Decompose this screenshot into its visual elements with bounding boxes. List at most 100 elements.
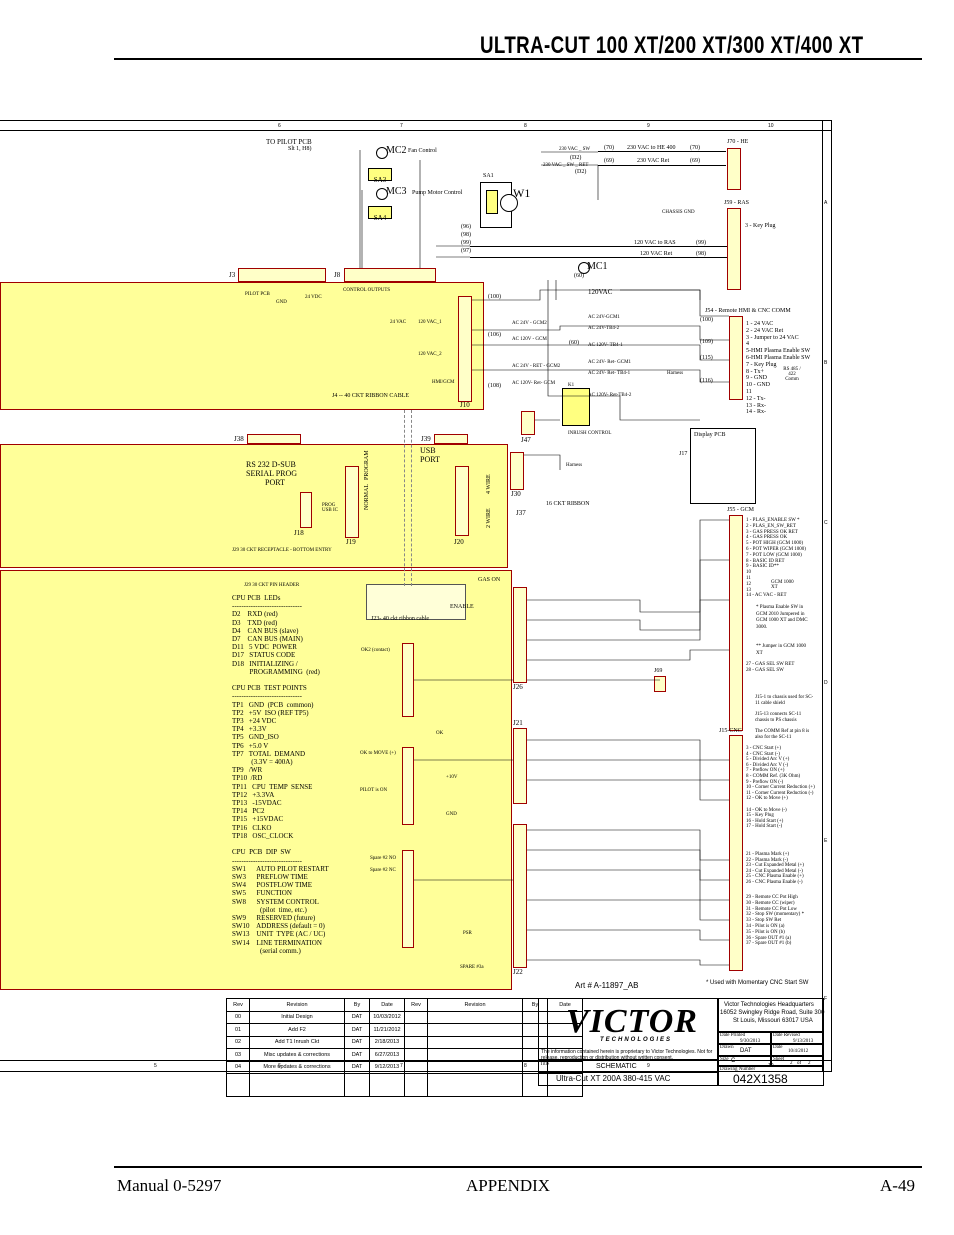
date-revised-label: Date Revised — [773, 1033, 800, 1038]
j37-label: J37 — [516, 509, 526, 517]
dwg-cell — [718, 1066, 824, 1086]
enable-label: ENABLE — [450, 604, 474, 610]
j70-label: J70 - HE — [727, 139, 749, 145]
date-printed-cell — [718, 1032, 771, 1044]
cnc-pin: 26 - CNC Plasma Enable (-) — [746, 879, 803, 885]
wire-99: (99) — [696, 240, 706, 246]
net-label: AC 24V- Ret- TB4-1 — [588, 371, 631, 376]
gas-on-label: GAS ON — [478, 577, 501, 583]
j70-connector — [727, 148, 741, 190]
rev-cell: 02 — [226, 1035, 250, 1049]
j54-pin: 2 - 24 VAC Ret — [746, 327, 784, 334]
j54-pin: 3 - Jumper to 24 VAC — [746, 334, 799, 341]
rev-header: By — [344, 998, 370, 1012]
mc1-label: MC1 — [587, 261, 608, 272]
rs232-label: RS 232 D-SUB — [246, 460, 296, 469]
grid-row: D — [824, 680, 828, 686]
usb-port-label: PORT — [420, 455, 440, 464]
rs485-label: RS 485 / 422 Comm — [783, 367, 801, 382]
cpu-legend-line: CPU PCB LEDs — [232, 594, 281, 602]
j47-connector — [521, 411, 535, 435]
wire-109: (109) — [700, 339, 713, 345]
j69-label: J69 — [654, 668, 663, 674]
cnc-pin: 34 - Pilot is ON (a) — [746, 923, 785, 929]
j54-pin: 1 - 24 VAC — [746, 321, 774, 327]
cnc-pin-list-2: 21 - Plasma Mark (+) 22 - Plasma Mark (-… — [746, 852, 804, 886]
d2-label: (D2) — [575, 169, 587, 175]
cpu-legend-line: SW5 FUNCTION — [232, 889, 292, 898]
cpu-legend-line: D3 TXD (red) — [232, 618, 278, 627]
mc3-coil-icon — [376, 188, 388, 200]
sheet-cell — [771, 1056, 824, 1066]
cpu-legend-line: TP9 /WR — [232, 766, 263, 775]
cpu-legend-line: TP13 -15VDAC — [232, 799, 282, 808]
revision-table: Rev Revision By Date Rev Revision By Dat… — [226, 998, 583, 1097]
wire-70: (70) — [690, 145, 700, 151]
k1-label: K1 — [568, 383, 575, 388]
wire-98-line — [470, 257, 727, 258]
ribbon-cable — [404, 410, 412, 586]
spare2nc-label: Spare #2 NC — [370, 868, 396, 873]
j54-pin: 5-HMI Plasma Enable SW — [746, 348, 811, 355]
j21-connector — [513, 587, 527, 683]
grid-col: 10 — [768, 123, 774, 129]
cpu-legend-line: SW8 SYSTEM CONTROL — [232, 897, 319, 906]
j19-connector — [345, 466, 359, 538]
rev-cell: 10/03/2012 — [369, 1010, 405, 1024]
j55-label: J55 - GCM — [727, 507, 755, 513]
drawing-number: 042X1358 — [733, 1072, 788, 1086]
j39-connector — [434, 434, 468, 444]
size-cell — [718, 1056, 771, 1066]
logo-block — [538, 998, 718, 1060]
j54-pin: 8 - Tx+ — [746, 368, 764, 375]
cpu-legend-line: TP5 GND_ISO — [232, 733, 279, 742]
v10-label: +10V — [446, 775, 458, 780]
victor-logo-sub: TECHNOLOGIES — [600, 1037, 673, 1043]
cpu-legend-line: TP1 GND (PCB common) — [232, 700, 314, 709]
j55-pin: 14 - AC VAC - RET — [746, 593, 787, 599]
inrush-relay — [562, 388, 590, 426]
manual-number: Manual 0-5297 — [117, 1176, 222, 1195]
j55-pin: 12 — [746, 581, 751, 587]
wire-69: (69) — [690, 158, 700, 164]
j55-pin: 8 - BASIC ID RET — [746, 558, 785, 564]
wire-115: (115) — [700, 355, 713, 361]
date-revised-cell — [771, 1032, 824, 1044]
proprietary-note: The information contained herein is prop… — [541, 1049, 713, 1061]
j21-label: J21 — [513, 719, 523, 727]
control-outputs-label: CONTROL OUTPUTS — [343, 288, 391, 293]
j8-connector — [344, 268, 436, 282]
cpu-legend-line: TP10 /RD — [232, 774, 263, 783]
cnc-pin: 37 - Spare OUT #1 (b) — [746, 941, 792, 947]
cnc-pin: 36 - Spare OUT #1 (a) — [746, 935, 792, 941]
cpu-legend-line: TP4 +3.3V — [232, 725, 267, 734]
wire-97: (97) — [461, 248, 471, 254]
hq-addr2: St Louis, Missouri 63017 USA — [733, 1018, 813, 1024]
wire-100: (100) — [700, 317, 713, 323]
sw-ret-label: 230 VAC _ SW _ RET — [543, 163, 589, 168]
rev-cell: DAT — [344, 1060, 370, 1074]
j3-label: J3 — [229, 271, 236, 279]
sa4-label: SA4 — [373, 214, 387, 222]
wire-label: 230 VAC to HE 400 — [627, 145, 676, 151]
j54-pin: 10 - GND — [746, 382, 770, 389]
j55-connector — [729, 515, 743, 731]
hq-name: Victor Technologies Headquarters — [724, 1002, 814, 1008]
j15-label: J15-CNC — [719, 728, 742, 734]
mc3-label: MC3 — [386, 186, 407, 197]
w1-pump-icon — [500, 194, 518, 212]
cnc-pin: 14 - OK to Move (-) — [746, 807, 787, 813]
cpu-legend-line: D18 INITIALIZING / — [232, 659, 298, 668]
harness-label: Harness — [667, 371, 684, 376]
j8-label: J8 — [334, 271, 341, 279]
vac24-label: 24 VAC — [390, 320, 407, 325]
prog-usb-label: PROG USB IC — [322, 503, 338, 513]
momentary-note: * Used with Momentary CNC Start SW — [706, 980, 809, 986]
sheet-value: 2 — [790, 1061, 793, 1066]
page-number: A-49 — [880, 1176, 915, 1195]
rev-cell: More updates & corrections — [249, 1060, 345, 1074]
j30-connector — [510, 452, 524, 490]
header-rule — [114, 58, 922, 60]
wire-60: (60) — [569, 340, 579, 346]
schematic-subtitle: Ultra-Cut XT 200A 380-415 VAC — [556, 1074, 671, 1083]
